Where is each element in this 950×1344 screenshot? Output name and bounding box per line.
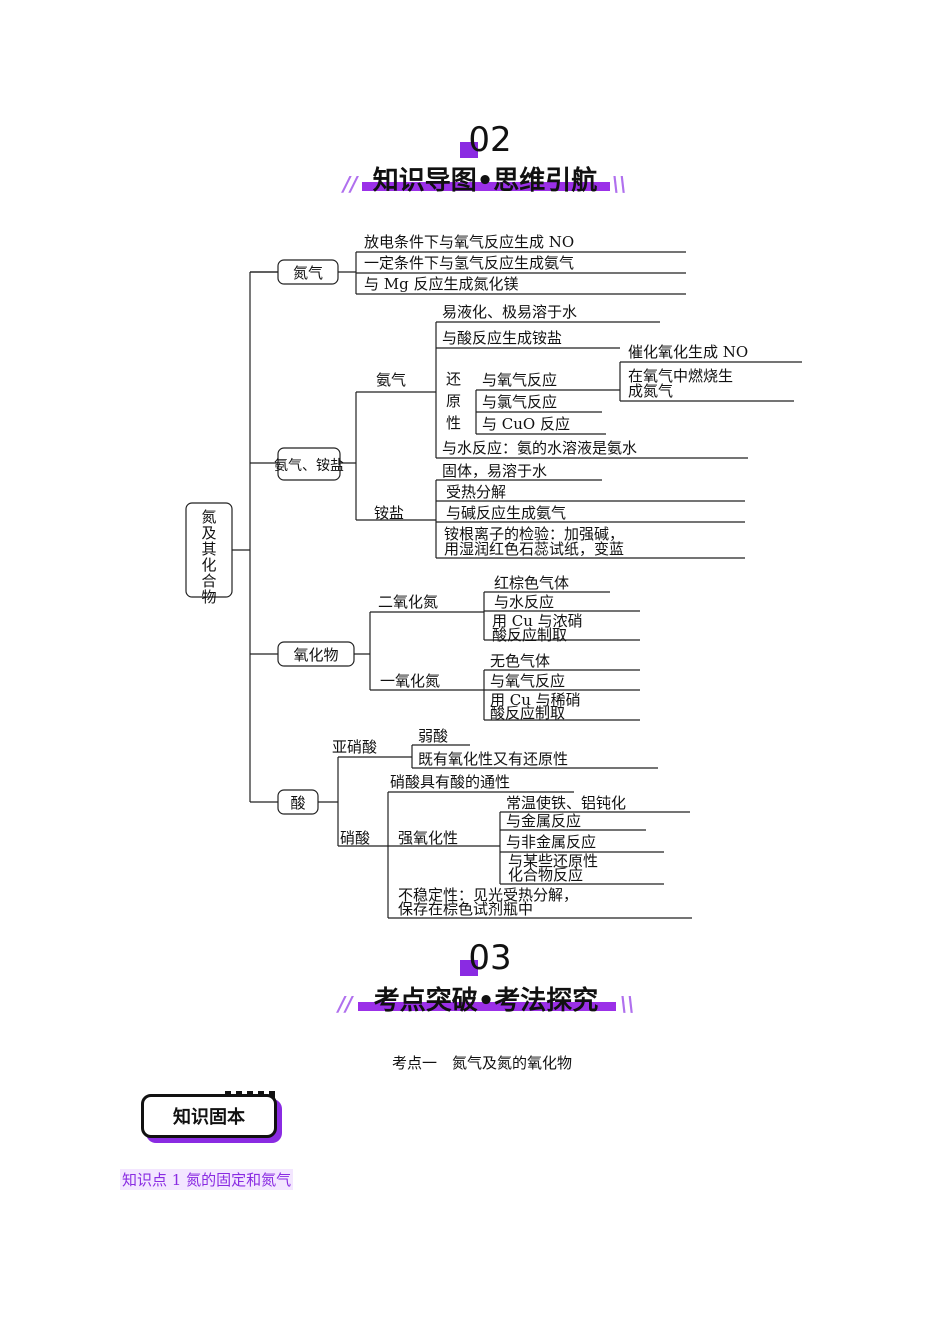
knowledge-box: 知识固本 — [141, 1094, 277, 1138]
reduce-o2: 与氧气反应 — [482, 371, 557, 389]
ammonia-group-box — [277, 447, 341, 481]
section-number-2: 03 — [460, 938, 520, 978]
mind-map: 氮 及 其 化 合 物 氮气 氨气、铵盐 氧化物 酸 放电条件下与氧气反应生成 … — [185, 233, 802, 919]
knowledge-point-title: 氮的固定和氮气 — [186, 1171, 292, 1189]
knowledge-point-prefix: 知识点 1 — [122, 1171, 182, 1189]
salt-item-4: 铵根离子的检验：加强碱， — [444, 525, 624, 543]
nitric-label: 硝酸 — [340, 829, 370, 847]
ammonia-label: 氨气 — [376, 371, 406, 389]
o2-sub-3: 成氮气 — [628, 382, 673, 400]
nitrous-item-2: 既有氧化性又有还原性 — [418, 750, 568, 768]
reducing-char-2: 原 — [446, 392, 461, 410]
root-char-3: 其 — [201, 540, 216, 558]
no-label: 一氧化氮 — [380, 672, 440, 690]
root-char-6: 物 — [201, 588, 216, 606]
no-item-1: 无色气体 — [490, 652, 550, 670]
section-number: 02 — [460, 120, 520, 160]
reducing-char-1: 还 — [446, 370, 461, 388]
right-slash-decoration-2: \\ — [620, 992, 635, 1016]
section-title-bar — [362, 182, 610, 191]
nitrogen-item-3: 与 Mg 反应生成氮化镁 — [364, 275, 519, 293]
salt-item-5: 用湿润红色石蕊试纸，变蓝 — [444, 540, 624, 558]
reduce-cuo: 与 CuO 反应 — [482, 415, 570, 433]
nitrogen-item-2: 一定条件下与氢气反应生成氨气 — [364, 254, 574, 272]
exam-point-title: 考点一 氮气及氮的氧化物 — [392, 1054, 573, 1072]
nitrogen-label: 氮气 — [293, 264, 323, 282]
acid-label: 酸 — [290, 794, 305, 812]
root-char-2: 及 — [201, 524, 216, 542]
reducing-char-3: 性 — [446, 414, 461, 432]
oxidizing-item-1: 常温使铁、铝钝化 — [506, 794, 626, 812]
ammonia-item-1: 易液化、极易溶于水 — [442, 303, 577, 321]
no2-item-4: 酸反应制取 — [492, 626, 567, 644]
ammonia-item-3: 与水反应：氨的水溶液是氨水 — [442, 439, 637, 457]
section-number-text: 02 — [468, 120, 512, 160]
section-title-2: 考点突破•考法探究 — [373, 986, 599, 1016]
nitrogen-item-1: 放电条件下与氧气反应生成 NO — [364, 233, 574, 251]
oxidizing-item-2: 与金属反应 — [506, 812, 581, 830]
nitrous-label: 亚硝酸 — [332, 738, 377, 756]
reduce-cl2: 与氯气反应 — [482, 393, 557, 411]
salt-label: 铵盐 — [374, 504, 404, 522]
no-item-2: 与氧气反应 — [490, 672, 565, 690]
nitrous-item-1: 弱酸 — [418, 727, 448, 745]
o2-sub-2: 在氧气中燃烧生 — [628, 367, 733, 385]
section-title: 知识导图•思维引航 — [372, 166, 598, 196]
salt-item-2: 受热分解 — [446, 483, 506, 501]
no2-item-3: 用 Cu 与浓硝 — [492, 612, 583, 630]
right-slash-decoration: \\ — [612, 172, 627, 196]
oxidizing-item-5: 化合物反应 — [508, 866, 583, 884]
nitric-general: 硝酸具有酸的通性 — [390, 773, 510, 791]
unstable-line-1: 不稳定性：见光受热分解， — [398, 886, 578, 904]
knowledge-point: 知识点 1 氮的固定和氮气 — [120, 1169, 294, 1190]
no2-label: 二氧化氮 — [378, 593, 438, 611]
section-number-mark-2 — [460, 960, 478, 976]
no2-item-1: 红棕色气体 — [494, 574, 569, 592]
section-number-text-2: 03 — [468, 938, 512, 978]
left-slash-decoration: // — [343, 172, 358, 196]
section-number-mark — [460, 142, 478, 158]
salt-item-1: 固体，易溶于水 — [442, 462, 547, 480]
ammonia-group-label: 氨气、铵盐 — [274, 458, 344, 474]
root-char-4: 化 — [201, 556, 216, 574]
oxidizing-item-3: 与非金属反应 — [506, 833, 596, 851]
no2-item-2: 与水反应 — [494, 593, 554, 611]
unstable-line-2: 保存在棕色试剂瓶中 — [398, 900, 533, 918]
o2-sub-1: 催化氧化生成 NO — [628, 343, 748, 361]
root-char-5: 合 — [201, 572, 216, 590]
left-slash-decoration-2: // — [338, 992, 353, 1016]
oxidizing-label: 强氧化性 — [398, 829, 458, 847]
salt-item-3: 与碱反应生成氨气 — [446, 504, 566, 522]
oxidizing-item-4: 与某些还原性 — [508, 852, 598, 870]
no-item-4: 酸反应制取 — [490, 704, 565, 722]
no-item-3: 用 Cu 与稀硝 — [490, 691, 581, 709]
ammonia-item-2: 与酸反应生成铵盐 — [442, 329, 562, 347]
section-title-bar-2 — [358, 1002, 616, 1011]
root-char-1: 氮 — [201, 508, 216, 526]
oxides-label: 氧化物 — [293, 646, 338, 664]
